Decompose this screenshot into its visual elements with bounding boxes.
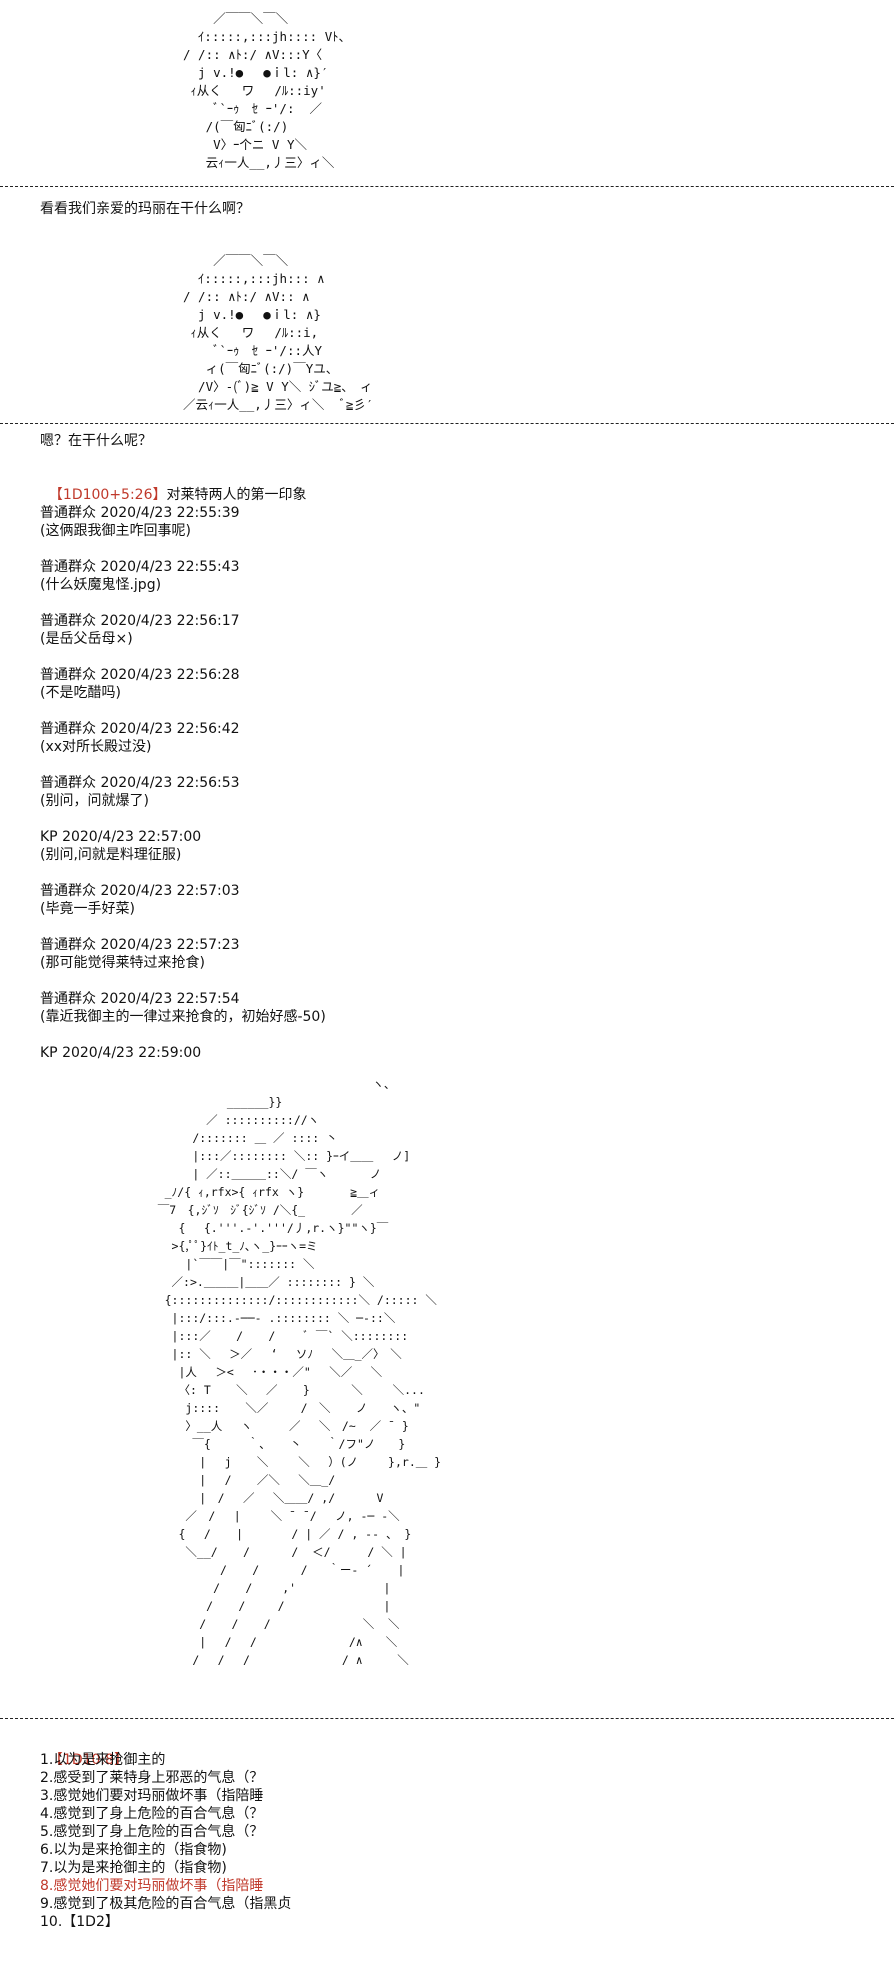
chat-message-header: 普通群众 2020/4/23 22:57:23 xyxy=(40,937,240,953)
chat-message-header: 普通群众 2020/4/23 22:56:17 xyxy=(40,613,240,629)
option-item: 6.以为是来抢御主的（指食物) xyxy=(40,1842,227,1858)
dice-roll-line: 【1D100+5:26】对莱特两人的第一印象 xyxy=(40,468,307,504)
chat-message-header: 普通群众 2020/4/23 22:56:28 xyxy=(40,667,240,683)
chat-message-header: 普通群众 2020/4/23 22:55:39 xyxy=(40,505,240,521)
ascii-art-mary-face: ／￣￣＼￣＼ ｲ:::::,:::jh:::: Vﾄ、 / /:: ∧ﾄ:/ ∧… xyxy=(182,11,351,170)
chat-message-body: (xx对所长殿过没) xyxy=(40,739,152,755)
chat-message-header: KP 2020/4/23 22:57:00 xyxy=(40,829,202,845)
chat-message-body: (靠近我御主的一律过来抢食的，初始好感-50) xyxy=(40,1009,326,1025)
chat-message-header: 普通群众 2020/4/23 22:57:03 xyxy=(40,883,240,899)
option-item: 1.以为是来抢御主的 xyxy=(40,1752,166,1768)
chat-message: 普通群众 2020/4/23 22:55:39 (这俩跟我御主咋回事呢) xyxy=(40,504,326,540)
option-item-selected: 8.感觉她们要对玛丽做坏事（指陪睡 xyxy=(40,1878,264,1894)
dice-roll-tag: 【1D100+5:26】 xyxy=(48,487,167,503)
chat-message-header: 普通群众 2020/4/23 22:56:42 xyxy=(40,721,240,737)
dice-roll-subject: 对莱特两人的第一印象 xyxy=(166,487,307,503)
dashed-divider xyxy=(0,186,894,187)
chat-message: 普通群众 2020/4/23 22:55:43 (什么妖魔鬼怪.jpg) xyxy=(40,558,326,594)
option-item: 10.【1D2】 xyxy=(40,1914,119,1930)
option-item: 3.感觉她们要对玛丽做坏事（指陪睡 xyxy=(40,1788,264,1804)
chat-message: 普通群众 2020/4/23 22:57:23 (那可能觉得莱特过来抢食) xyxy=(40,936,326,972)
chat-message-header: 普通群众 2020/4/23 22:57:54 xyxy=(40,991,240,1007)
dashed-divider xyxy=(0,1718,894,1719)
narration-caption: 看看我们亲爱的玛丽在干什么啊？ xyxy=(40,201,250,217)
chat-message-header: 普通群众 2020/4/23 22:56:53 xyxy=(40,775,240,791)
chat-message: 普通群众 2020/4/23 22:56:17 (是岳父岳母×) xyxy=(40,612,326,648)
narration-caption: 嗯？在干什么呢？ xyxy=(40,433,152,449)
ascii-art-full-body: ヽ、 ______}} ／ :::::::::://ヽ /::::::: ＿ ／… xyxy=(157,1077,442,1667)
chat-message: KP 2020/4/23 22:57:00 (别问,问就是料理征服) xyxy=(40,828,326,864)
chat-message-body: (别问，问就爆了) xyxy=(40,793,149,809)
chat-message: 普通群众 2020/4/23 22:56:53 (别问，问就爆了) xyxy=(40,774,326,810)
dice-roll-tag: 【1D10:8】 xyxy=(48,1752,129,1768)
dice-roll-line: 【1D10:8】 xyxy=(40,1733,128,1769)
chat-message-body: (别问,问就是料理征服) xyxy=(40,847,182,863)
option-item: 2.感受到了莱特身上邪恶的气息（？ xyxy=(40,1770,264,1786)
chat-message-header: KP 2020/4/23 22:59:00 xyxy=(40,1045,202,1061)
option-item: 4.感觉到了身上危险的百合气息（？ xyxy=(40,1806,264,1822)
option-list: 1.以为是来抢御主的 2.感受到了莱特身上邪恶的气息（？ 3.感觉她们要对玛丽做坏事… xyxy=(40,1751,291,1931)
option-item: 7.以为是来抢御主的（指食物) xyxy=(40,1860,227,1876)
chat-message: 普通群众 2020/4/23 22:57:54 (靠近我御主的一律过来抢食的，初始… xyxy=(40,990,326,1026)
chat-message-body: (这俩跟我御主咋回事呢) xyxy=(40,523,191,539)
chat-message: 普通群众 2020/4/23 22:56:42 (xx对所长殿过没) xyxy=(40,720,326,756)
ascii-art-mary-turning: ／￣￣＼￣＼ ｲ:::::,:::jh::: ∧ / /:: ∧ﾄ:/ ∧V::… xyxy=(182,253,374,412)
chat-message: KP 2020/4/23 22:59:00 xyxy=(40,1044,326,1062)
chat-message-body: (什么妖魔鬼怪.jpg) xyxy=(40,577,162,593)
chat-message-body: (那可能觉得莱特过来抢食) xyxy=(40,955,205,971)
chat-message-header: 普通群众 2020/4/23 22:55:43 xyxy=(40,559,240,575)
option-item: 5.感觉到了身上危险的百合气息（？ xyxy=(40,1824,264,1840)
dashed-divider xyxy=(0,423,894,424)
chat-message-body: (毕竟一手好菜) xyxy=(40,901,135,917)
chat-message-body: (不是吃醋吗) xyxy=(40,685,121,701)
chat-message-body: (是岳父岳母×) xyxy=(40,631,133,647)
chat-log: 普通群众 2020/4/23 22:55:39(这俩跟我御主咋回事呢)普通群众 … xyxy=(40,504,326,1080)
chat-message: 普通群众 2020/4/23 22:56:28 (不是吃醋吗) xyxy=(40,666,326,702)
chat-message: 普通群众 2020/4/23 22:57:03 (毕竟一手好菜) xyxy=(40,882,326,918)
option-item: 9.感觉到了极其危险的百合气息（指黑贞 xyxy=(40,1896,292,1912)
